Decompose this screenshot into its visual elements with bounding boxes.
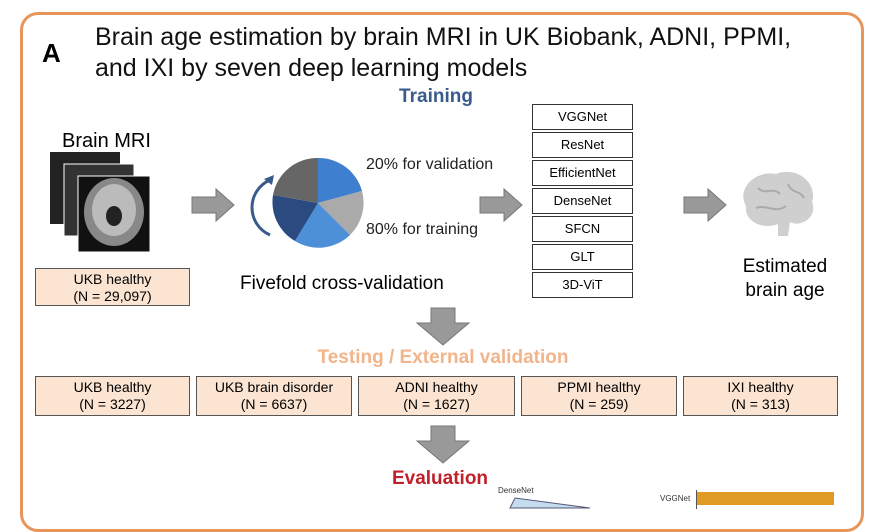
panel-label: A bbox=[42, 38, 61, 68]
brain-icon bbox=[743, 171, 814, 236]
box-name: PPMI healthy bbox=[557, 379, 641, 395]
model-box: SFCN bbox=[532, 216, 633, 242]
cv-label: Fivefold cross-validation bbox=[240, 273, 444, 294]
box-name: UKB brain disorder bbox=[214, 379, 334, 395]
title-line-2: and IXI by seven deep learning models bbox=[95, 54, 528, 82]
model-box: EfficientNet bbox=[532, 160, 633, 186]
training-split-label: 80% for training bbox=[366, 221, 479, 238]
box-n: (N = 259) bbox=[569, 396, 629, 412]
model-box: VGGNet bbox=[532, 104, 633, 130]
validation-label: 20% for validation bbox=[366, 156, 494, 173]
figure-title: Brain age estimation by brain MRI in UK … bbox=[95, 22, 835, 84]
right-arrow-icon bbox=[683, 188, 727, 222]
model-box: GLT bbox=[532, 244, 633, 270]
right-arrow-icon bbox=[191, 188, 235, 222]
output-label-2: brain age bbox=[745, 280, 825, 301]
right-arrow-icon bbox=[479, 188, 523, 222]
model-box: ResNet bbox=[532, 132, 633, 158]
bar-axis bbox=[696, 490, 697, 509]
evaluation-heading: Evaluation bbox=[391, 468, 489, 489]
output-label-1: Estimated bbox=[742, 256, 828, 277]
test-dataset-box: PPMI healthy(N = 259) bbox=[521, 376, 677, 416]
box-name: UKB healthy bbox=[73, 379, 152, 395]
radar-axis-label: DenseNet bbox=[498, 486, 534, 495]
test-dataset-box: IXI healthy(N = 313) bbox=[683, 376, 838, 416]
test-dataset-box: ADNI healthy(N = 1627) bbox=[358, 376, 515, 416]
train-dataset-box: UKB healthy(N = 29,097) bbox=[35, 268, 190, 306]
brain-mri-label: Brain MRI bbox=[62, 130, 151, 152]
box-n: (N = 29,097) bbox=[73, 288, 152, 304]
test-dataset-box: UKB healthy(N = 3227) bbox=[35, 376, 190, 416]
pie-chart-icon bbox=[250, 157, 364, 248]
bar-vggnet bbox=[697, 492, 834, 505]
down-arrow-icon bbox=[415, 307, 471, 346]
box-n: (N = 3227) bbox=[79, 396, 146, 412]
box-n: (N = 6637) bbox=[240, 396, 308, 412]
output-label: Estimated brain age bbox=[720, 255, 850, 303]
title-line-1: Brain age estimation by brain MRI in UK … bbox=[95, 23, 792, 51]
training-heading: Training bbox=[399, 86, 473, 107]
mri-stack-icon bbox=[50, 152, 151, 253]
testing-heading: Testing / External validation bbox=[317, 347, 569, 368]
model-box: DenseNet bbox=[532, 188, 633, 214]
bar-chart-label: VGGNet bbox=[660, 494, 691, 503]
radar-chart-fragment bbox=[509, 497, 591, 509]
box-name: IXI healthy bbox=[727, 379, 794, 395]
down-arrow-icon bbox=[415, 425, 471, 464]
box-n: (N = 313) bbox=[731, 396, 790, 412]
model-box: 3D-ViT bbox=[532, 272, 633, 298]
box-name: UKB healthy bbox=[73, 271, 152, 287]
test-dataset-box: UKB brain disorder(N = 6637) bbox=[196, 376, 352, 416]
box-n: (N = 1627) bbox=[403, 396, 470, 412]
box-name: ADNI healthy bbox=[395, 379, 478, 395]
